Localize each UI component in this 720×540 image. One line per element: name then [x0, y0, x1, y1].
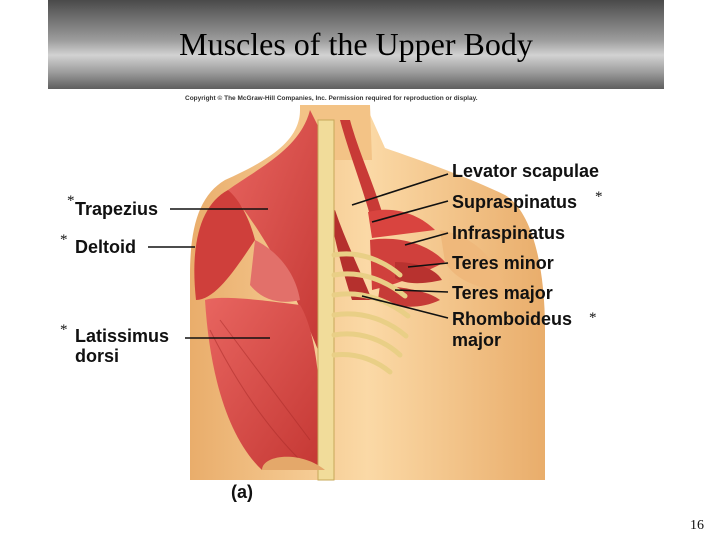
left-teres-muscle: [250, 240, 300, 302]
label-rhomboideus: Rhomboideus: [452, 309, 572, 329]
deltoid-asterisk: *: [60, 232, 68, 248]
label-teres-major: Teres major: [452, 283, 553, 303]
page-number: 16: [690, 518, 704, 533]
label-dorsi: dorsi: [75, 346, 120, 366]
trapezius-asterisk: *: [67, 193, 75, 209]
leader-lines: [148, 173, 449, 339]
label-supraspinatus: Supraspinatus: [452, 192, 578, 212]
trapezius-muscle: [228, 110, 325, 360]
right-shoulder: [440, 230, 505, 290]
label-latissimus: Latissimus: [75, 326, 170, 346]
spine: [317, 119, 335, 481]
supraspinatus-asterisk: *: [595, 189, 603, 205]
latissimus-shading-2: [219, 319, 311, 441]
label-infraspinatus: Infraspinatus: [452, 223, 566, 243]
label-rhomboideus-major: major: [452, 330, 502, 350]
latissimus-dorsi-muscle: [205, 297, 322, 470]
label-teres-minor: Teres minor: [452, 253, 554, 273]
deltoid-muscle: [194, 190, 255, 300]
ribs: [331, 251, 411, 375]
label-levator-scapulae: Levator scapulae: [452, 161, 600, 181]
label-deltoid: Deltoid: [75, 237, 136, 257]
teres-minor-muscle: [395, 262, 442, 284]
copyright-notice: Copyright © The McGraw-Hill Companies, I…: [185, 95, 478, 102]
label-trapezius: Trapezius: [75, 199, 159, 219]
latissimus-asterisk: *: [60, 322, 68, 338]
slide-title: Muscles of the Upper Body: [179, 26, 533, 62]
title-bar: Muscles of the Upper Body: [48, 0, 664, 89]
supraspinatus-muscle: [368, 209, 435, 238]
panel-label: (a): [231, 482, 253, 502]
gluteal-region: [262, 456, 325, 470]
levator-scapulae-muscle: [340, 120, 382, 215]
latissimus-shading: [209, 329, 301, 461]
rhomboideus-asterisk: *: [589, 310, 597, 326]
